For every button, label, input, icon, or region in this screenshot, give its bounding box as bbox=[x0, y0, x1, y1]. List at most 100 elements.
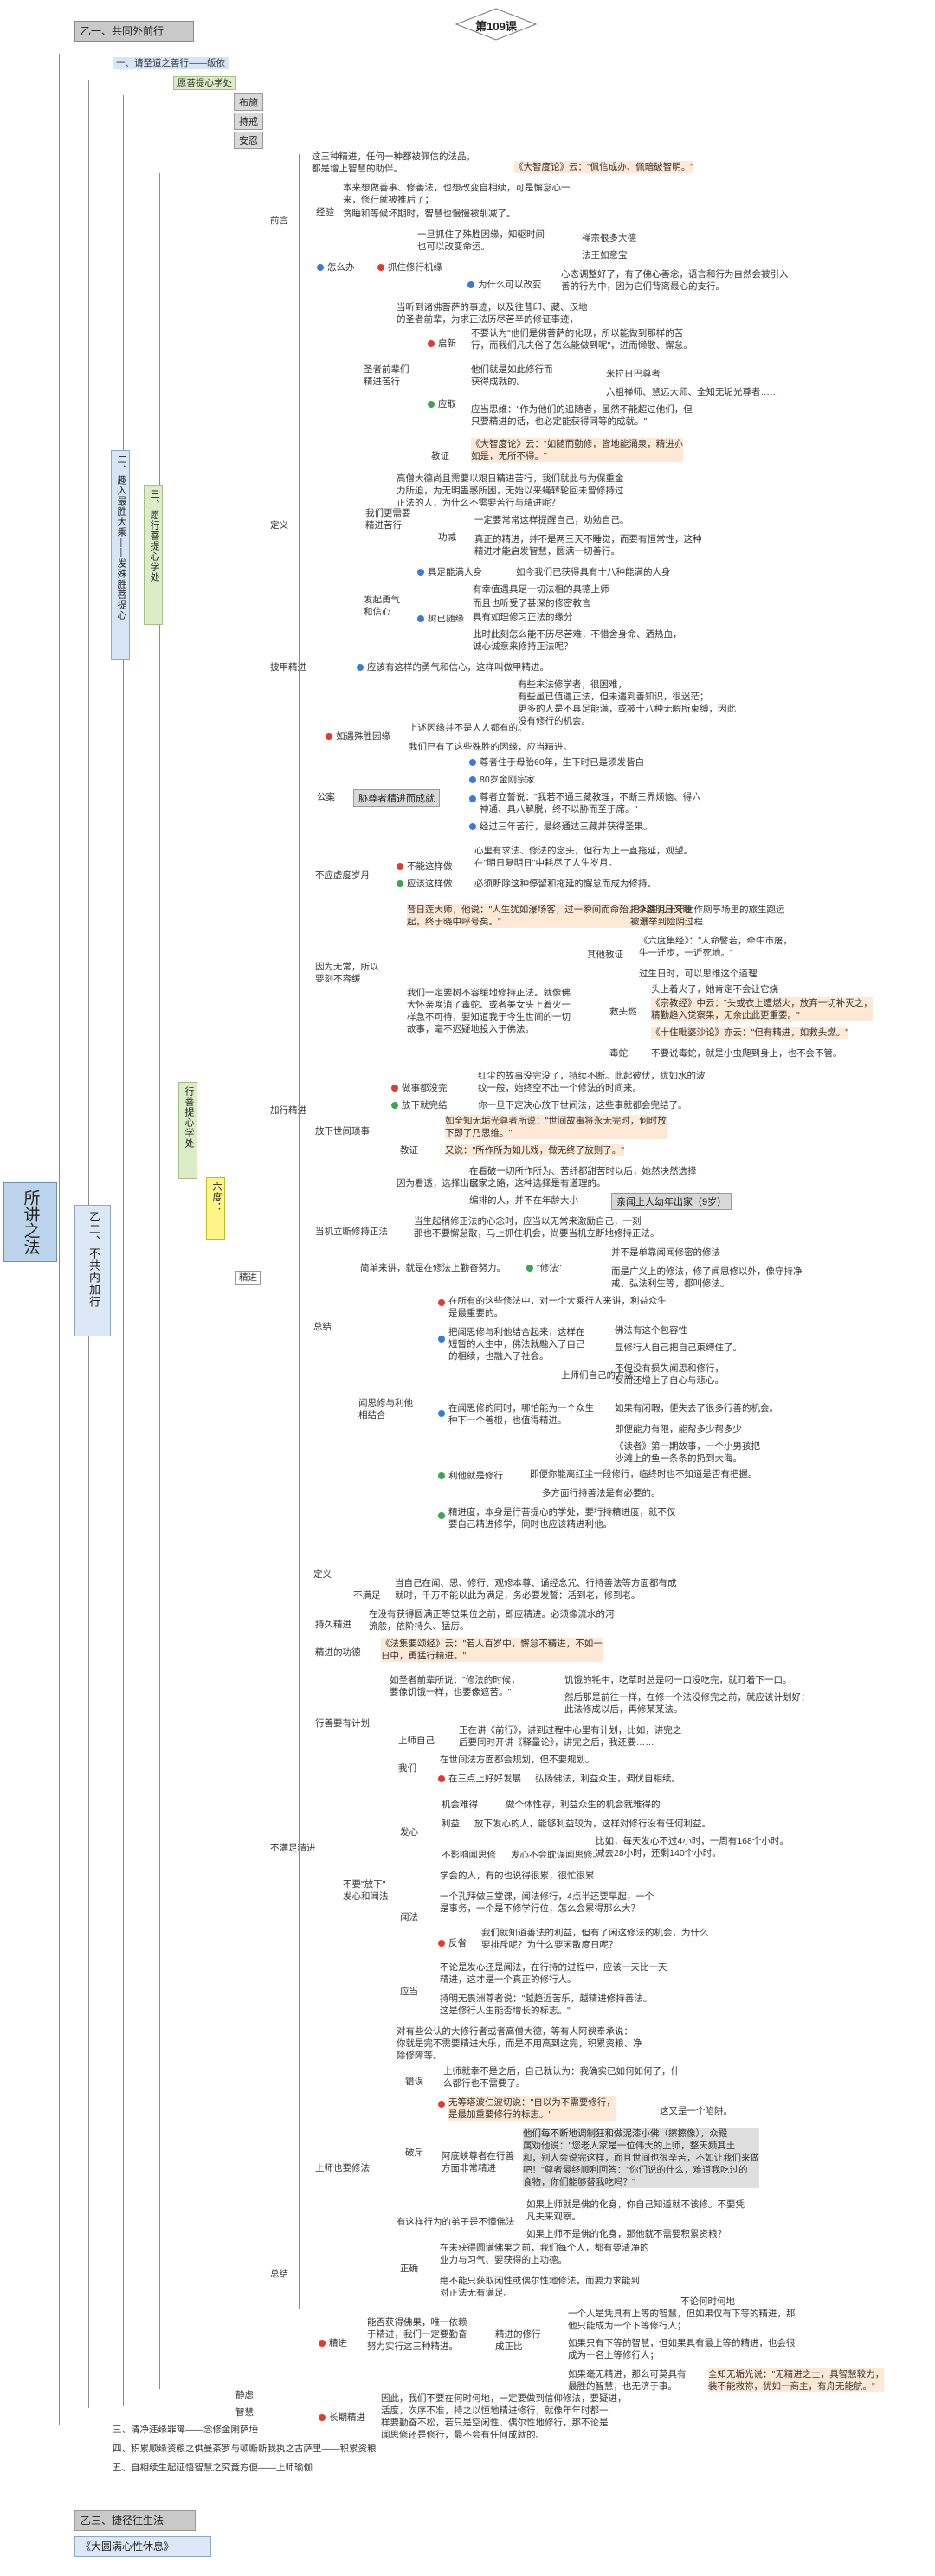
node-jing[interactable]: 精进 bbox=[235, 1271, 261, 1285]
node-zhihui[interactable]: 智慧 bbox=[235, 2407, 254, 2418]
dot-icon bbox=[377, 264, 384, 271]
node-bing-san[interactable]: 三、清净违缘罪障——念修金刚萨埵 bbox=[113, 2425, 258, 2435]
k10-label: 救头燃 bbox=[609, 1007, 637, 1017]
m4-text: 如全知无垢光尊者所说："世间故事将永无完时，何时放 下即了乃思维。" bbox=[445, 1115, 667, 1139]
dot-icon bbox=[438, 1299, 445, 1306]
dot-icon bbox=[469, 823, 476, 830]
m9-tag[interactable]: 亲闻上人幼年出家（9岁） bbox=[611, 1193, 732, 1210]
f2-text: 有幸值遇具足一切法相的具德上师 bbox=[473, 584, 609, 595]
dot-icon bbox=[357, 664, 364, 671]
t9-text: 有这样行为的弟子是不懂佛法 bbox=[397, 2217, 515, 2227]
node-yi-er-label: 乙二、不共内加行 bbox=[87, 1211, 100, 1308]
dot-icon bbox=[438, 2101, 445, 2108]
section-jiaxing[interactable]: 加行精进 bbox=[270, 1105, 306, 1116]
p10-text: 《读者》第一期故事，一个小男孩把 沙滩上的鱼一条条的扔到大海。 bbox=[615, 1441, 760, 1464]
o1-label: "修法" bbox=[537, 1263, 562, 1273]
t7-text: 如果上师就是佛的化身，你自己知道就不该修。不要凭 凡夫来观察。 bbox=[526, 2199, 745, 2222]
f7-label: 树已随缘 bbox=[428, 614, 464, 624]
section-qianyan[interactable]: 前言 bbox=[270, 216, 288, 226]
k6-label: 因为无常，所以 要刻不容缓 bbox=[315, 962, 379, 984]
node-yi-san[interactable]: 乙三、捷径往生法 bbox=[74, 2510, 196, 2531]
node-anren[interactable]: 安忍 bbox=[234, 132, 263, 149]
s3-text: 比如，每天发心不过4小时，一周有168个小时。 减去28小时，还剩140个小时。 bbox=[596, 1836, 789, 1858]
r5-text: 正在讲《前行》，讲到过程中心里有计划，比如，讲完之 后要同时开讲《释量论》，讲完… bbox=[459, 1725, 682, 1748]
d2-label: 启新 bbox=[438, 338, 456, 349]
j2-label: 不能这样做 bbox=[407, 861, 453, 872]
section-bu-manzu[interactable]: 不满足精进 bbox=[270, 1843, 316, 1853]
j3-text: 必须断除这种停留和拖延的懈怠而成为修持。 bbox=[474, 879, 656, 889]
lesson-title: 第109课 bbox=[475, 20, 517, 33]
h4-text: 经过三年苦行，最终通达三藏并获得圣果。 bbox=[480, 821, 653, 832]
dot-icon bbox=[469, 759, 476, 766]
section-piju[interactable]: 披甲精进 bbox=[270, 662, 306, 673]
node-faxin[interactable]: 愿菩提心学处 bbox=[173, 76, 236, 90]
f6-label: 发起勇气 和信心 bbox=[364, 595, 400, 617]
node-jinglv[interactable]: 静虑 bbox=[235, 2390, 254, 2400]
dot-icon bbox=[469, 795, 476, 802]
r3-text: 然后那是前往一样，在修一个法没修完之前，就应该计划好： 此法修成以后，再修某某法… bbox=[564, 1692, 810, 1715]
dot-icon bbox=[526, 1265, 533, 1272]
node-xing-xue[interactable]: 三、愿行菩提心学处 bbox=[144, 485, 163, 625]
dot-icon bbox=[397, 863, 403, 870]
q3-text-c: 法王如意宝 bbox=[582, 250, 628, 261]
u8-text: 因此，我们不要在何时何地，一定要做到信仰修法，要疑进， 活度，次序不准，持之以恒… bbox=[381, 2393, 627, 2440]
n1-text: 当生起稍修正法的心念时，应当以无常来激励自己，一刻 那也不要懈怠散，马上抓住机会… bbox=[414, 1216, 660, 1239]
m7-text: 在看破一切所作所为、苦纤都甜苦时以后，她然决然选择 出家之路，这种选择是有道理的… bbox=[469, 1166, 697, 1188]
d3-a: 米拉日巴尊者 bbox=[606, 369, 661, 379]
u5-text: 如果毫无精进，那么可莫具有 最胜的智慧，也无济于事。 bbox=[568, 2369, 687, 2392]
node-book[interactable]: 《大圆满心性休息》 bbox=[74, 2536, 211, 2557]
node-bing-yi[interactable]: 一、请圣道之善行——皈依 bbox=[113, 57, 229, 69]
s9-label: 闻法 bbox=[400, 1912, 418, 1922]
q6-label: 精进的功德 bbox=[315, 1647, 361, 1658]
lesson-title-badge: 第109课 bbox=[455, 7, 538, 42]
t5-label: 阿底峡尊者在行善 方面非常精进 bbox=[442, 2151, 514, 2174]
jing-sub-trunk bbox=[159, 173, 160, 2389]
q2-text-b: 贪睡和等候坏期时，智慧也慢慢被削减了。 bbox=[343, 209, 516, 219]
t1-text: 对有些公认的大修行者或者高僧大德，等有人阿谀奉承说： 你就是完不需要精进大乐，而… bbox=[397, 2026, 642, 2061]
t13-label: 上师也要修法 bbox=[315, 2163, 370, 2174]
dot-icon bbox=[438, 1940, 445, 1947]
p11-text: 即便你能离红尘一段修行，临终时也不知道是否有把握。 bbox=[530, 1469, 758, 1479]
m3-text: 你一旦下定决心放下世间法，这些事就都会完结了。 bbox=[478, 1100, 687, 1111]
node-yi-yi[interactable]: 乙一、共同外前行 bbox=[74, 21, 194, 42]
section-zongjie[interactable]: 总结 bbox=[270, 2269, 288, 2279]
s12-label: 应当 bbox=[400, 1987, 418, 1997]
k4-text: 过生日时，可以思维这个道理 bbox=[639, 969, 758, 979]
u2-label: 精进的修行 成正比 bbox=[495, 2329, 541, 2352]
d4-text: 应当思维："作为他们的追随者，虽然不能超过他们，但 只要精进的话，也必定能获得同… bbox=[471, 404, 693, 427]
root-node[interactable]: 所讲之法 bbox=[3, 1182, 57, 1262]
o4-label: 总结 bbox=[313, 1322, 332, 1332]
node-yi-er[interactable]: 乙二、不共内加行 bbox=[74, 1205, 111, 1336]
q6-text: 《法集要颂经》云："若人百岁中，懈怠不精进，不如一 日中，勇猛行精进。" bbox=[381, 1638, 603, 1662]
node-six[interactable]: 六度： bbox=[206, 1177, 225, 1240]
node-bing-er[interactable]: 二、趣入最胜大乘——发殊胜菩提心 bbox=[111, 450, 130, 660]
d3-text: 他们就是如此修行而 获得成就的。 bbox=[471, 364, 553, 387]
k12-text: 不要说毒蛇，就是小虫爬到身上，也不会不管。 bbox=[651, 1048, 842, 1059]
m8-label: 因为看透，选择出家 bbox=[397, 1178, 479, 1188]
node-bing-wu[interactable]: 五、自相续生起证悟智慧之究竟方便——上师瑜伽 bbox=[113, 2463, 313, 2473]
e4-text: 真正的精进，并不是两三天不睡觉，而要有恒常性，这种 精进才能启发智慧，圆满一切善… bbox=[474, 534, 702, 557]
u9-label: 长期精进 bbox=[329, 2412, 365, 2423]
dot-icon bbox=[417, 615, 424, 622]
q3-text-a: 一旦抓住了殊胜因缘，知驱时间 也可以改变命运。 bbox=[417, 229, 545, 252]
q3-label-f: 为什么可以改变 bbox=[478, 280, 542, 290]
u6-text: 全知无垢光说："无精进之士，具智慧较力， 装不能救祢，犹如一商主，有舟无能航。" bbox=[708, 2368, 885, 2392]
t4-text: 他们每不断地调制狂和做泥漆小佛（擦擦像），众殿 属劝他说："您老人家是一位伟大的… bbox=[523, 2128, 759, 2188]
node-bushi[interactable]: 布施 bbox=[234, 93, 263, 111]
u3-text: 一个人是凭具有上等的智慧，但如果仅有下等的精进，那 他只能成为一个下等修行人； bbox=[568, 2309, 796, 2331]
section-dingyi[interactable]: 定义 bbox=[270, 520, 288, 531]
q3-label-e: 抓住修行机缘 bbox=[388, 262, 442, 273]
e2-text: 我们更需要 精进苦行 bbox=[365, 508, 411, 531]
f1-label: 具足能满人身 bbox=[428, 567, 482, 577]
dot-icon bbox=[438, 1336, 445, 1343]
node-bing-si[interactable]: 四、积累顺缘资粮之供曼茶罗与顿断断我执之古萨里——积累资粮 bbox=[113, 2444, 377, 2454]
m5-text: 又说："所作所为如儿戏，做无终了放则了。" bbox=[445, 1144, 624, 1156]
n2-label: 当机立断修持正法 bbox=[315, 1227, 388, 1237]
k3-text: 《六度集经》："人命譬若，牵牛市屠， 牛一迁步，一近死地。" bbox=[639, 936, 792, 958]
node-chijie[interactable]: 持戒 bbox=[234, 113, 263, 130]
d6-text: 圣者前辈们 精进苦行 bbox=[364, 364, 409, 387]
g3-label: 如遇殊胜因缘 bbox=[336, 731, 390, 742]
node-xing-pu[interactable]: 行菩提心学处 bbox=[178, 1082, 197, 1179]
p5-text: 不但没有损失闻思和修行， 反而还增上了自心与悲心。 bbox=[615, 1363, 724, 1386]
h5-label[interactable]: 胁尊者精进而成就 bbox=[353, 789, 440, 807]
